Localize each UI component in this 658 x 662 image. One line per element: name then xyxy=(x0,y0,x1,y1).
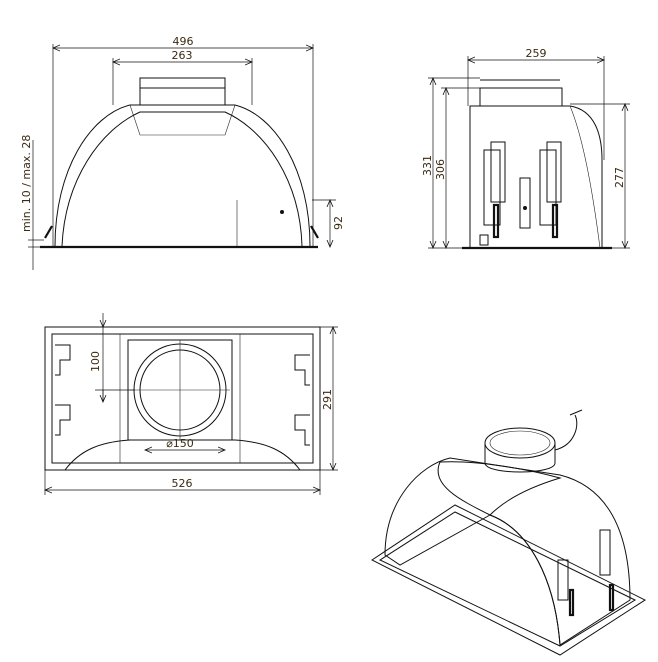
isometric-view xyxy=(371,409,647,656)
dim-clearance: min. 10 / max. 28 xyxy=(20,135,33,232)
dim-side-height: 92 xyxy=(332,216,345,230)
dim-body-height-collar: 306 xyxy=(434,159,447,180)
dim-offset: 100 xyxy=(89,351,102,372)
dim-body-height: 277 xyxy=(613,167,626,188)
dim-collar-width: 263 xyxy=(172,49,193,62)
side-view: 259 331 306 277 xyxy=(421,47,630,250)
dim-top-width: 526 xyxy=(172,477,193,490)
dim-duct-diameter: ⌀150 xyxy=(166,437,194,450)
dim-depth: 259 xyxy=(526,47,547,60)
dim-width: 496 xyxy=(173,35,194,48)
dim-total-height: 331 xyxy=(421,155,434,176)
top-view: 100 ⌀150 291 526 xyxy=(45,313,338,495)
dim-top-depth: 291 xyxy=(321,389,334,410)
front-view: 496 263 min. 10 / max. 28 92 xyxy=(20,35,345,270)
